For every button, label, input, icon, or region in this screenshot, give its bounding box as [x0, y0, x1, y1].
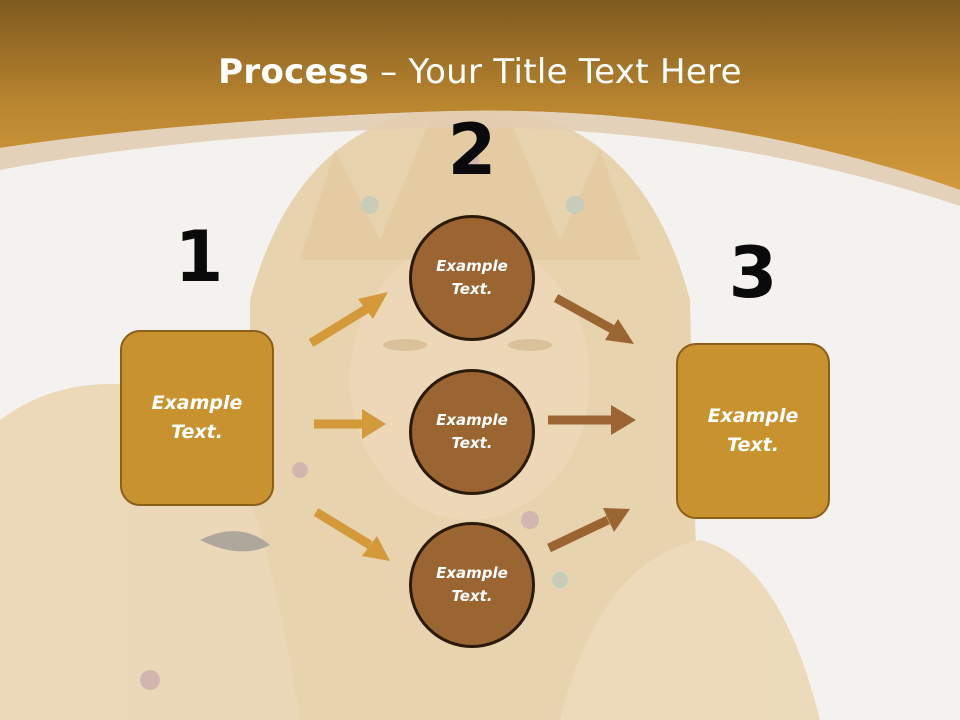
header-swoosh	[0, 110, 960, 206]
process-circle-top: Example Text.	[409, 215, 535, 341]
arrow-right-down	[553, 294, 634, 344]
title-bold: Process	[218, 52, 370, 92]
arrow-right-middle	[548, 405, 636, 435]
arrow-left-up	[308, 292, 388, 347]
arrow-left-middle	[314, 409, 386, 439]
arrow-right-up	[547, 508, 630, 553]
process-circle-top-text: Example Text.	[436, 257, 508, 298]
process-box-right: Example Text.	[676, 343, 830, 519]
step-number-3: 3	[728, 232, 778, 314]
process-circle-middle: Example Text.	[409, 369, 535, 495]
process-circle-bottom: Example Text.	[409, 522, 535, 648]
arrow-left-down	[313, 508, 390, 561]
header-band	[0, 0, 960, 190]
slide-title: Process – Your Title Text Here	[0, 52, 960, 92]
step-number-1: 1	[174, 216, 224, 298]
process-circle-middle-text: Example Text.	[436, 411, 508, 452]
title-rest: – Your Title Text Here	[369, 52, 742, 92]
step-number-2: 2	[447, 109, 497, 191]
process-box-right-text: Example Text.	[707, 405, 799, 456]
process-box-left: Example Text.	[120, 330, 274, 506]
process-box-left-text: Example Text.	[151, 392, 243, 443]
process-circle-bottom-text: Example Text.	[436, 564, 508, 605]
